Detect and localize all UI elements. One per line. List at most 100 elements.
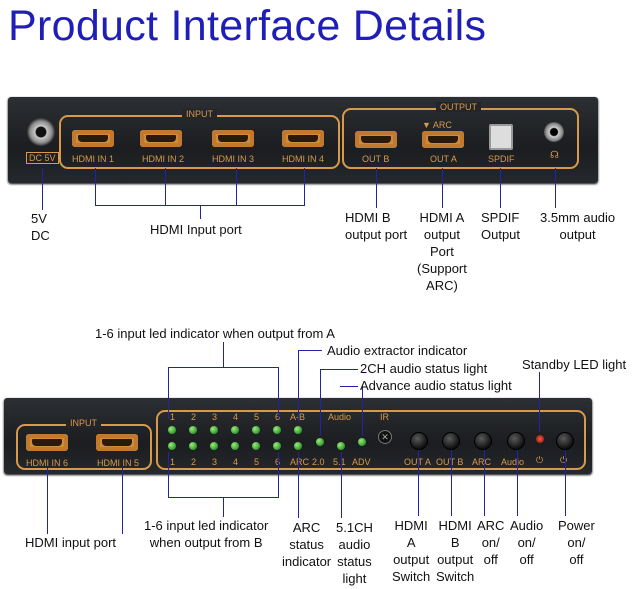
led-b-2 (189, 442, 197, 450)
callout-line (298, 350, 299, 422)
audio-jack (544, 122, 564, 142)
indicator-frame (156, 410, 586, 470)
front-input-header: INPUT (66, 418, 101, 428)
spdif-label: SPDIF (488, 154, 515, 164)
led-a-6 (273, 426, 281, 434)
port-label-2: HDMI IN 2 (142, 154, 185, 164)
caption-advance: Advance audio status light (360, 378, 512, 393)
out-a-button[interactable] (410, 432, 428, 450)
led-b-5 (252, 442, 260, 450)
output-header: OUTPUT (436, 102, 481, 112)
caption-standby: Standby LED light (522, 357, 627, 372)
led-number: 4 (233, 457, 239, 467)
hdmi-out-b-port (355, 131, 397, 148)
caption-hdmi-input-front: HDMI input port (25, 535, 117, 550)
callout-line (47, 468, 48, 534)
callout-line (298, 452, 299, 518)
led-label-2ch: 2.0 (312, 457, 325, 467)
caption-hdmi-a-output: HDMI A output Port (Support ARC) (417, 210, 467, 293)
caption-audio-extractor: Audio extractor indicator (327, 343, 468, 358)
callout-line (418, 450, 419, 516)
led-arc (294, 442, 302, 450)
callout-line (122, 468, 123, 534)
callout-line (236, 168, 237, 206)
callout-line (539, 372, 540, 432)
callout-line (165, 168, 166, 206)
callout-line (95, 168, 96, 206)
led-number: 6 (275, 457, 280, 467)
hdmi-port-6 (26, 434, 68, 451)
port-label-1: HDMI IN 1 (72, 154, 115, 164)
caption-arc-status: ARC status indicator (282, 520, 332, 569)
callout-line (223, 342, 224, 368)
out-b-button[interactable] (442, 432, 460, 450)
button-label-out-a: OUT A (404, 457, 431, 467)
led-adv (358, 438, 366, 446)
caption-spdif: SPDIF Output (481, 210, 521, 242)
led-number: 5 (254, 412, 260, 422)
led-number: 5 (254, 457, 260, 467)
button-label-audio: Audio (501, 457, 525, 467)
arc-button[interactable] (474, 432, 492, 450)
caption-2ch: 2CH audio status light (360, 361, 488, 376)
led-a-5 (252, 426, 260, 434)
led-number: 2 (191, 457, 197, 467)
callout-line (442, 168, 443, 208)
dc-jack (27, 118, 55, 146)
led-number: 4 (233, 412, 239, 422)
hdmi-port-1 (72, 130, 114, 147)
callout-line (500, 168, 501, 208)
callout-line (42, 168, 43, 210)
caption-power-onoff: Power on/ off (558, 518, 595, 567)
callout-line (223, 497, 224, 517)
callout-line (298, 350, 322, 351)
led-label-51ch: 5.1 (333, 457, 346, 467)
callout-line (168, 452, 169, 498)
callout-line (555, 168, 556, 208)
led-label-arc: ARC (290, 457, 310, 467)
hdmi-port-5 (96, 434, 138, 451)
port-label-3: HDMI IN 3 (212, 154, 255, 164)
callout-line (278, 452, 279, 498)
callout-line (362, 386, 363, 436)
caption-hdmi-b-switch: HDMI B output Switch (436, 518, 475, 584)
caption-hdmi-b-output: HDMI B output port (345, 210, 408, 242)
callout-line (376, 168, 377, 208)
caption-audio-output: 3.5mm audio output (540, 210, 616, 242)
arc-label: ▼ ARC (422, 120, 452, 130)
led-number: 2 (191, 412, 197, 422)
button-label-out-b: OUT B (436, 457, 464, 467)
hdmi-port-4 (282, 130, 324, 147)
callout-line (278, 367, 279, 419)
dc-label: DC 5V (26, 152, 59, 164)
callout-line (320, 369, 321, 435)
led-label-ir: IR (380, 412, 389, 422)
callout-line (340, 386, 358, 387)
led-number: 1 (170, 457, 176, 467)
callout-line (341, 452, 342, 518)
power-button[interactable] (556, 432, 574, 450)
headphone-icon: ☊ (550, 150, 559, 161)
led-label-ab: A-B (290, 412, 305, 422)
led-label-audio: Audio (328, 412, 352, 422)
audio-button[interactable] (507, 432, 525, 450)
caption-dc: 5V DC (31, 211, 50, 243)
standby-led (536, 435, 544, 443)
led-a-4 (231, 426, 239, 434)
callout-line (200, 205, 201, 219)
callout-line (484, 450, 485, 516)
hdmi-out-a-port (422, 131, 464, 148)
led-number: 3 (212, 457, 218, 467)
port-label-5: HDMI IN 5 (97, 458, 140, 468)
callout-line (565, 450, 566, 516)
out-b-label: OUT B (362, 154, 390, 164)
led-number: 3 (212, 412, 218, 422)
out-a-label: OUT A (430, 154, 457, 164)
led-number: 6 (275, 412, 280, 422)
led-b-1 (168, 442, 176, 450)
spdif-port (489, 124, 513, 150)
caption-audio-onoff: Audio on/ off (510, 518, 544, 567)
caption-hdmi-input: HDMI Input port (150, 222, 242, 237)
led-51ch (337, 442, 345, 450)
led-a-3 (210, 426, 218, 434)
